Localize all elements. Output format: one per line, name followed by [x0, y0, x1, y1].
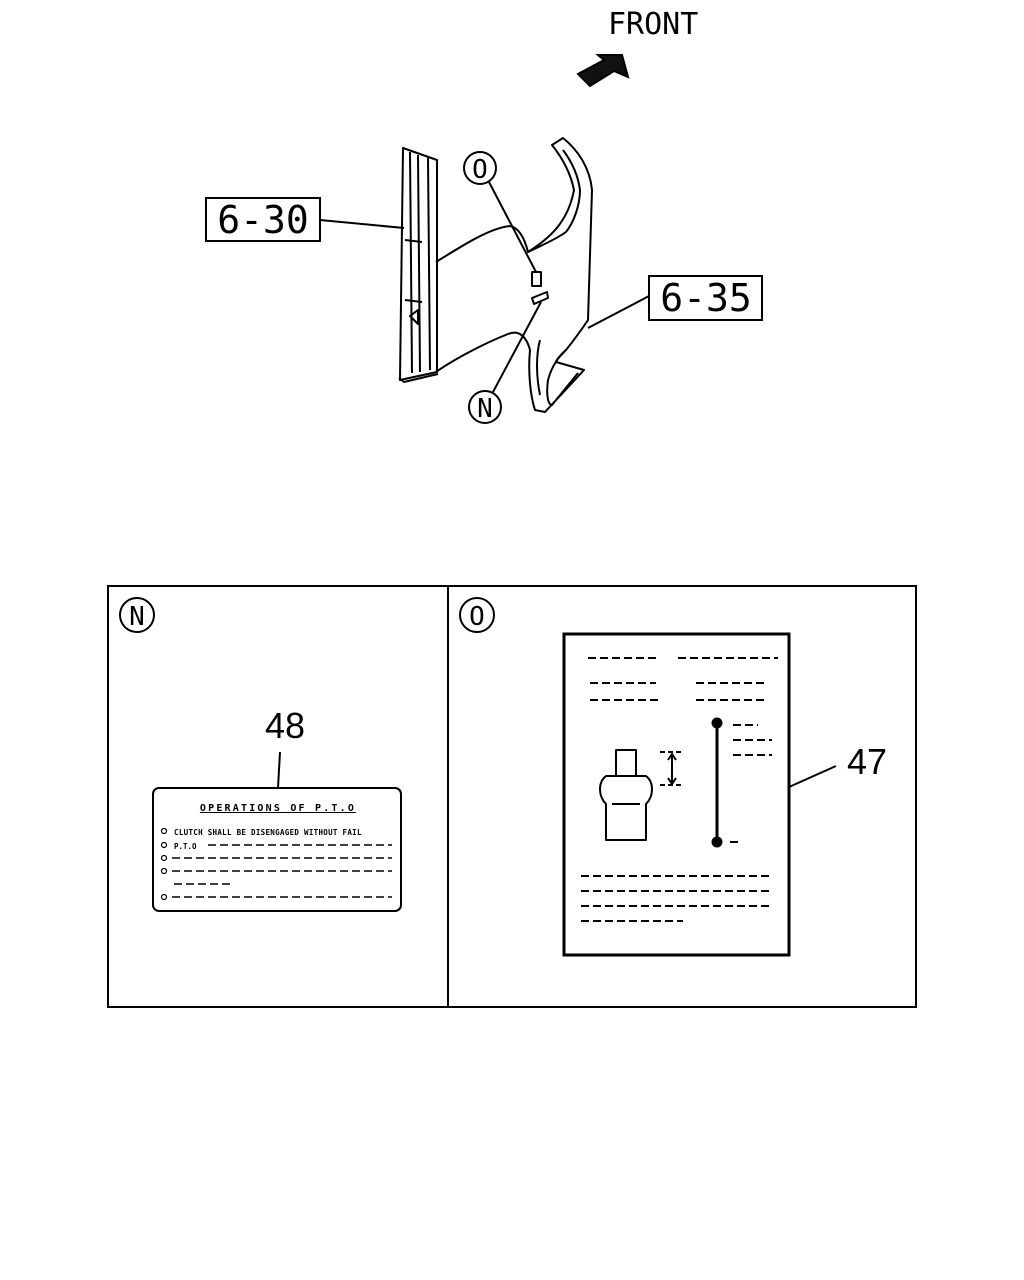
- detail-n-marker-circle: [119, 597, 155, 633]
- pto-bullet-3: [160, 854, 168, 862]
- detail-o-marker: O: [469, 602, 485, 632]
- leader-marker-n: [492, 301, 542, 393]
- lever-travel-indicator-icon: [711, 717, 723, 848]
- detail-panels-frame: [107, 585, 917, 1008]
- callout-box-6-35: [648, 275, 763, 321]
- leader-6-30: [319, 219, 405, 229]
- callout-box-6-30: [205, 197, 321, 242]
- pto-bullet-2: [160, 841, 168, 849]
- callout-6-30[interactable]: 6-30: [217, 198, 309, 242]
- pto-label-title: OPERATIONS OF P.T.O: [200, 803, 356, 814]
- pto-label-line-2: P.T.O: [174, 842, 197, 851]
- pto-bullet-1: [160, 827, 168, 835]
- leader-47: [788, 765, 837, 788]
- part-number-48[interactable]: 48: [265, 705, 305, 746]
- leader-marker-o: [488, 181, 537, 273]
- detail-n-panel: N 48 OPERATIONS OF P.T.O CLUTCH SHALL BE…: [119, 597, 402, 912]
- marker-o-main[interactable]: O: [472, 155, 488, 185]
- lever-label-text-placeholders: [581, 657, 778, 922]
- front-arrow-icon: [576, 54, 630, 88]
- part-number-47[interactable]: 47: [847, 741, 887, 782]
- pto-label-plate: [152, 787, 402, 912]
- pto-bullet-5: [160, 893, 168, 901]
- marker-o-circle: [463, 151, 497, 185]
- callout-6-35[interactable]: 6-35: [660, 276, 752, 320]
- pto-label-line-1: CLUTCH SHALL BE DISENGAGED WITHOUT FAIL: [174, 828, 362, 837]
- marker-n-circle: [468, 390, 502, 424]
- pto-bullet-4: [160, 867, 168, 875]
- detail-o-marker-circle: [459, 597, 495, 633]
- detail-o-panel: O: [459, 597, 887, 957]
- door-assembly-illustration: [398, 137, 593, 413]
- leader-6-35: [587, 295, 650, 329]
- detail-n-marker: N: [129, 602, 145, 632]
- lever-knob-icon: [599, 749, 684, 841]
- marker-n-main[interactable]: N: [477, 394, 493, 424]
- leader-48: [277, 751, 281, 789]
- front-label: FRONT: [608, 7, 698, 42]
